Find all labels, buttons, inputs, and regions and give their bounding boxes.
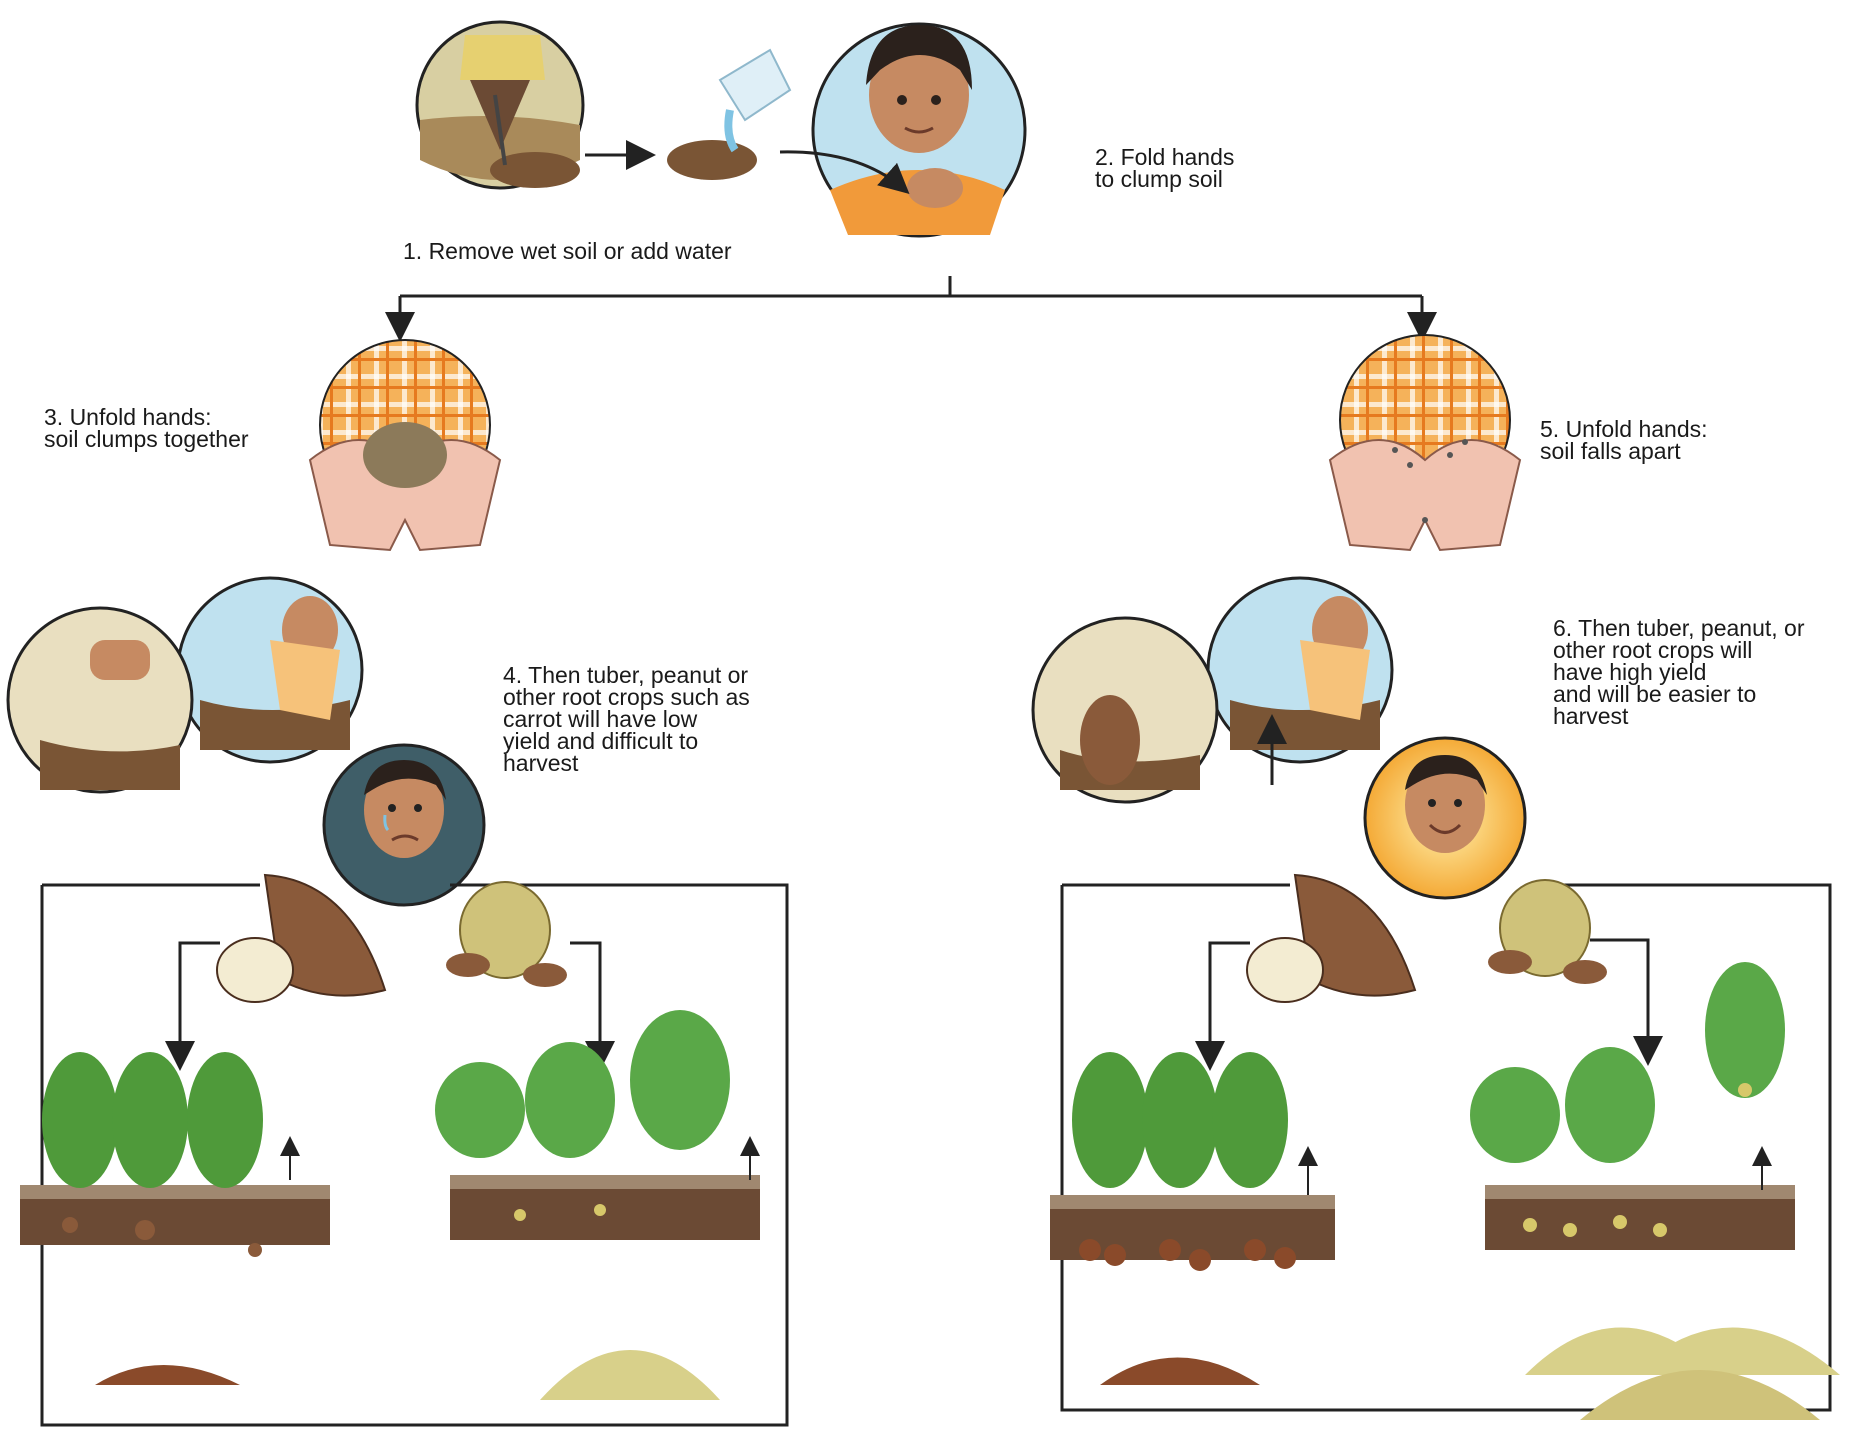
sad-face-icon xyxy=(324,745,484,905)
step4-label: 4. Then tuber, peanut or other root crop… xyxy=(503,664,750,774)
girl-folding-hands-icon xyxy=(813,24,1025,236)
step5-label: 5. Unfold hands: soil falls apart xyxy=(1540,418,1708,462)
tuber-icon xyxy=(1247,875,1415,1002)
hands-soil-falls-apart-icon xyxy=(1330,335,1520,550)
harvest-pile-icon xyxy=(1100,1328,1840,1421)
happy-harvest-scene xyxy=(1033,578,1392,802)
sad-harvest-scene xyxy=(8,578,362,792)
peanut-icon xyxy=(1488,880,1607,984)
peanut-icon xyxy=(446,882,567,987)
branch-connector xyxy=(400,276,1422,336)
tuber-icon xyxy=(217,875,385,1002)
step2-label: 2. Fold hands to clump soil xyxy=(1095,146,1234,190)
water-on-soil-icon xyxy=(667,50,790,180)
hands-soil-clump-icon xyxy=(310,340,500,550)
low-yield-panel xyxy=(20,875,787,1425)
high-yield-panel xyxy=(1050,875,1840,1420)
step3-label: 3. Unfold hands: soil clumps together xyxy=(44,406,249,450)
step1-label: 1. Remove wet soil or add water xyxy=(403,240,732,262)
farmer-digging-icon xyxy=(417,22,583,188)
harvest-pile-icon xyxy=(95,1350,720,1400)
happy-face-icon xyxy=(1365,738,1525,898)
step6-label: 6. Then tuber, peanut, or other root cro… xyxy=(1553,617,1804,727)
